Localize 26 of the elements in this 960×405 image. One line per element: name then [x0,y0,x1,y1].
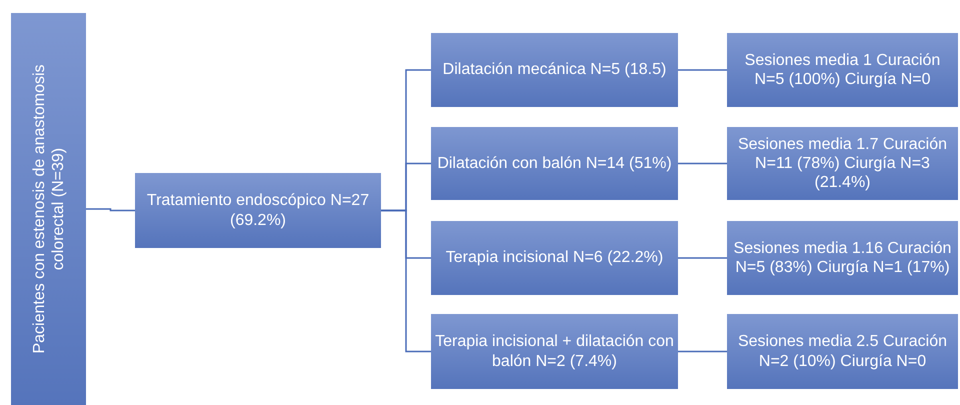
node-text: Sesiones media 1 Curación N=5 (100%) Ciurgía N=0 [744,50,942,90]
node-text: Sesiones media 1.16 Curación N=5 (83%) Ciurgía N=1 (17%) [732,238,952,278]
connector-line [678,162,727,164]
process-box [727,127,958,200]
process-box [431,221,678,295]
node-text: Dilatación mecánica N=5 (18.5) [442,60,668,80]
connector-line [86,208,135,212]
connector-line [381,210,431,352]
connector-line [678,350,727,352]
connector-line [678,69,727,71]
node-text: Sesiones media 1.7 Curación N=11 (78%) Ciurgía N=3 (21.4%) [736,134,948,192]
process-box [431,314,678,389]
node-text: Tratamiento endoscópico N=27 (69.2%) [146,191,370,230]
connector-line [678,257,727,259]
process-box [727,33,958,107]
node-text: Pacientes con estenosis de anastomosis colorectal (N=39) [29,63,68,356]
process-box [431,33,678,107]
node-text: Terapia incisional + dilatación con balón N=2 (7.4%) [434,332,675,371]
process-box [135,173,381,248]
process-box [431,127,678,200]
process-box [727,221,958,295]
node-text: Dilatación con balón N=14 (51%) [436,154,673,174]
process-box [727,314,958,389]
population-box [11,13,86,405]
node-text: Terapia incisional N=6 (22.2%) [444,248,664,268]
node-text: Sesiones media 2.5 Curación N=2 (10%) Ciurgía N=0 [736,332,948,371]
